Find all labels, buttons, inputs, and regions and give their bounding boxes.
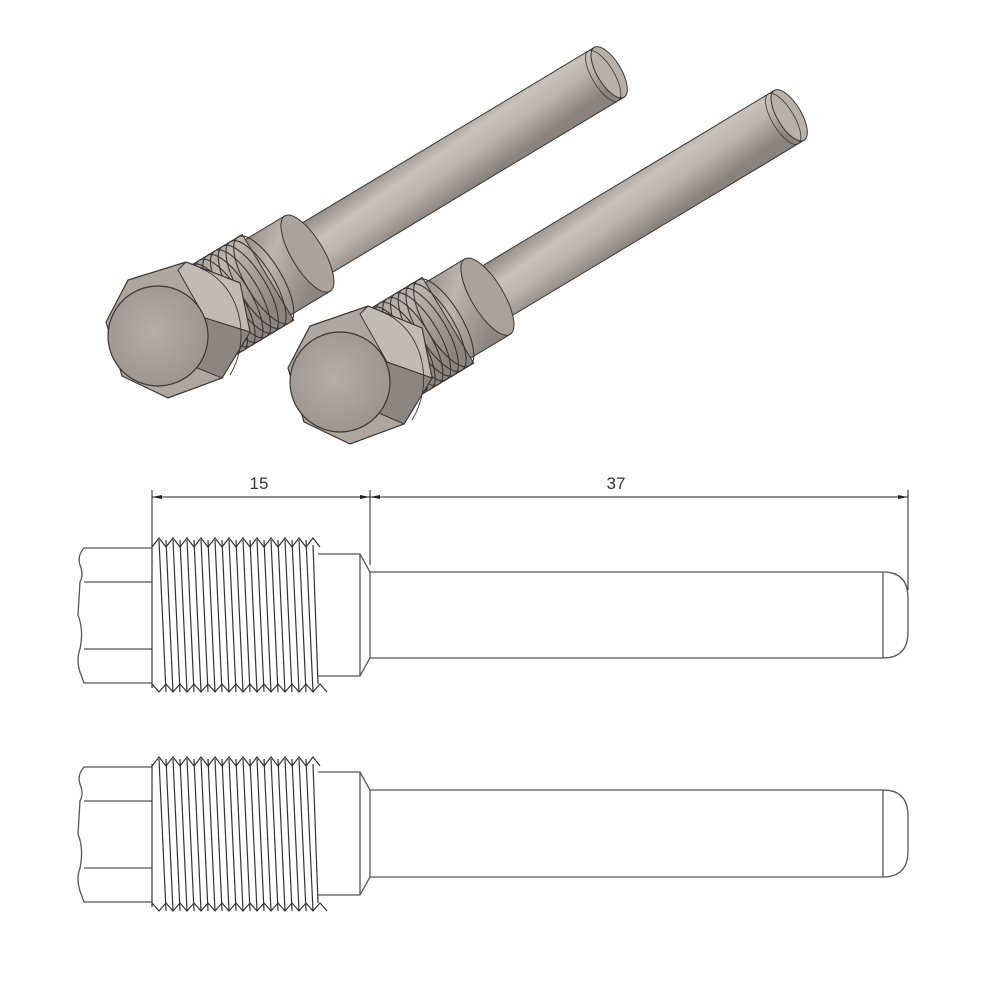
thread-section — [151, 537, 328, 693]
dimension-thread-length: 15 — [250, 474, 269, 493]
isometric-render — [105, 22, 826, 445]
collar — [318, 553, 371, 677]
side-view-1 — [77, 537, 909, 693]
thread-section — [151, 756, 328, 912]
dimension-annotations — [151, 490, 909, 590]
dimension-shaft-length: 37 — [607, 474, 626, 493]
shaft — [370, 571, 909, 659]
hex-head — [77, 547, 152, 684]
hex-head — [77, 766, 152, 903]
hex-head-back — [105, 261, 251, 399]
hex-head-front — [287, 305, 433, 445]
collar — [318, 771, 371, 896]
side-view-2 — [77, 756, 909, 912]
shaft — [370, 789, 909, 878]
